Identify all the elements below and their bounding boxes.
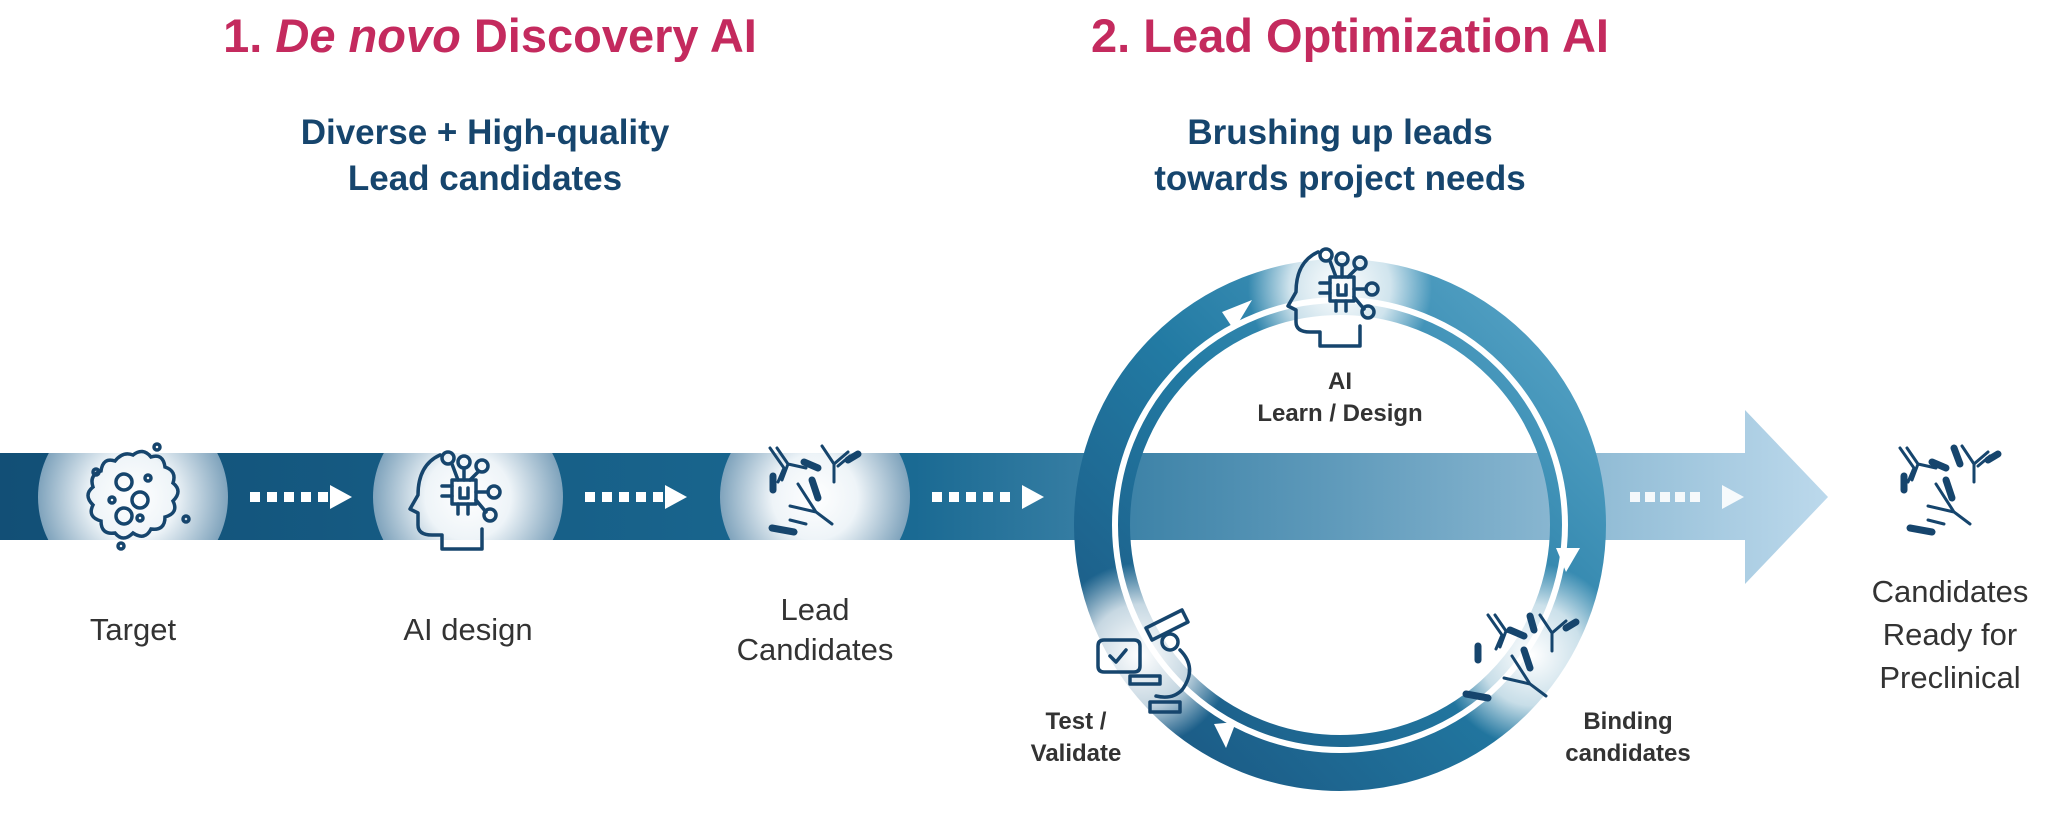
subtitle-line: Lead candidates <box>347 159 623 198</box>
cell-target-icon <box>86 442 191 551</box>
section-1-title: Discovery AI <box>473 9 757 62</box>
subtitle-line: Brushing up leads <box>1187 113 1493 152</box>
label-line: Binding <box>1583 708 1673 735</box>
antibodies-icon <box>768 444 862 536</box>
label-line: Candidates <box>1871 574 2029 609</box>
cycle-label-learn-design: AI Learn / Design <box>1240 366 1440 430</box>
section-1-italic: De novo <box>275 9 461 62</box>
cycle-label-binding: Binding candidates <box>1528 706 1728 770</box>
ai-head-icon <box>408 450 502 551</box>
cycle-arrowhead-top <box>1222 300 1252 330</box>
label-line: Validate <box>1030 740 1122 767</box>
antibodies-icon-cycle <box>1462 612 1580 702</box>
section-2-title: Lead Optimization AI <box>1143 9 1609 62</box>
label-line: Preclinical <box>1879 660 2021 695</box>
ring-glow-top <box>1248 195 1432 379</box>
label-line: AI <box>1328 368 1352 395</box>
section-2-heading: 2. Lead Optimization AI <box>1060 8 1640 63</box>
microscope-icon <box>1096 608 1192 714</box>
section-1-subtitle: Diverse + High-quality Lead candidates <box>235 110 735 202</box>
step-label-preclinical: Candidates Ready for Preclinical <box>1850 570 2048 699</box>
label-line: Lead <box>780 592 850 627</box>
subtitle-line: towards project needs <box>1154 159 1526 198</box>
section-1-number: 1. <box>223 9 263 62</box>
section-2-number: 2. <box>1091 9 1131 62</box>
step-label-ai-design: AI design <box>368 610 568 650</box>
dotted-arrow-3 <box>932 485 1044 509</box>
section-1-heading: 1. De novo Discovery AI <box>200 8 780 63</box>
label-line: Ready for <box>1882 617 2018 652</box>
label-line: Candidates <box>736 632 894 667</box>
dotted-arrow-2 <box>585 485 687 509</box>
cycle-arrowhead-right <box>1556 548 1580 572</box>
ai-head-icon-cycle <box>1286 247 1380 348</box>
step-label-target: Target <box>33 610 233 650</box>
label-line: candidates <box>1565 740 1691 767</box>
label-line: Target <box>89 612 177 647</box>
subtitle-line: Diverse + High-quality <box>300 113 670 152</box>
section-2-subtitle: Brushing up leads towards project needs <box>1090 110 1590 202</box>
label-line: Test / <box>1045 708 1107 735</box>
label-line: Learn / Design <box>1257 400 1423 427</box>
cycle-label-test-validate: Test / Validate <box>976 706 1176 770</box>
antibodies-icon-final <box>1898 444 2002 536</box>
label-line: AI design <box>403 612 533 647</box>
dotted-arrow-4 <box>1630 485 1744 509</box>
step-label-lead-candidates: Lead Candidates <box>715 590 915 670</box>
dotted-arrow-1 <box>250 485 352 509</box>
cycle-arrowhead-bottom <box>1214 722 1236 748</box>
